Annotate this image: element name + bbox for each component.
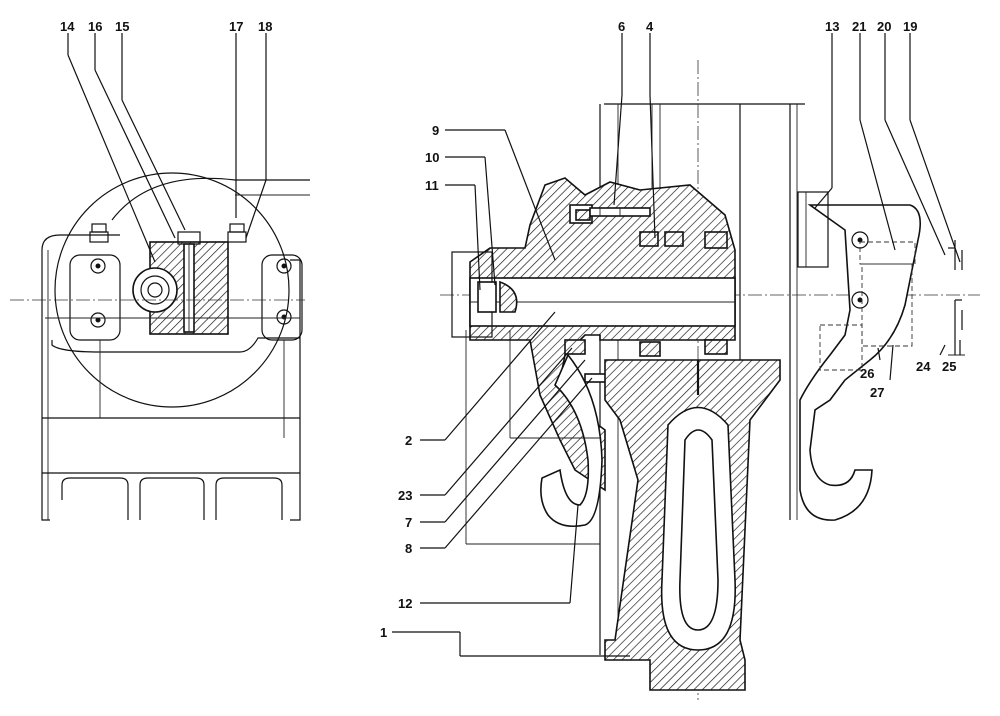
callout-16: 16 bbox=[88, 19, 103, 34]
right-view-drawing bbox=[392, 33, 980, 700]
callout-15: 15 bbox=[115, 19, 130, 34]
callout-19: 19 bbox=[903, 19, 918, 34]
left-view-drawing bbox=[10, 33, 310, 521]
callout-7: 7 bbox=[405, 515, 413, 530]
callout-26: 26 bbox=[860, 366, 875, 381]
callout-21: 21 bbox=[852, 19, 867, 34]
callout-8: 8 bbox=[405, 541, 413, 556]
callout-18: 18 bbox=[258, 19, 273, 34]
callout-20: 20 bbox=[877, 19, 892, 34]
callout-1: 1 bbox=[380, 625, 388, 640]
callout-14: 14 bbox=[60, 19, 75, 34]
callout-23: 23 bbox=[398, 488, 413, 503]
callout-11: 11 bbox=[425, 178, 439, 193]
callout-12: 12 bbox=[398, 596, 413, 611]
callout-27: 27 bbox=[870, 385, 885, 400]
callout-9: 9 bbox=[432, 123, 440, 138]
callout-6: 6 bbox=[618, 19, 626, 34]
callout-25: 25 bbox=[942, 359, 957, 374]
callout-10: 10 bbox=[425, 150, 440, 165]
callout-17: 17 bbox=[229, 19, 244, 34]
callout-24: 24 bbox=[916, 359, 931, 374]
callout-13: 13 bbox=[825, 19, 840, 34]
callout-4: 4 bbox=[646, 19, 654, 34]
callout-2: 2 bbox=[405, 433, 413, 448]
